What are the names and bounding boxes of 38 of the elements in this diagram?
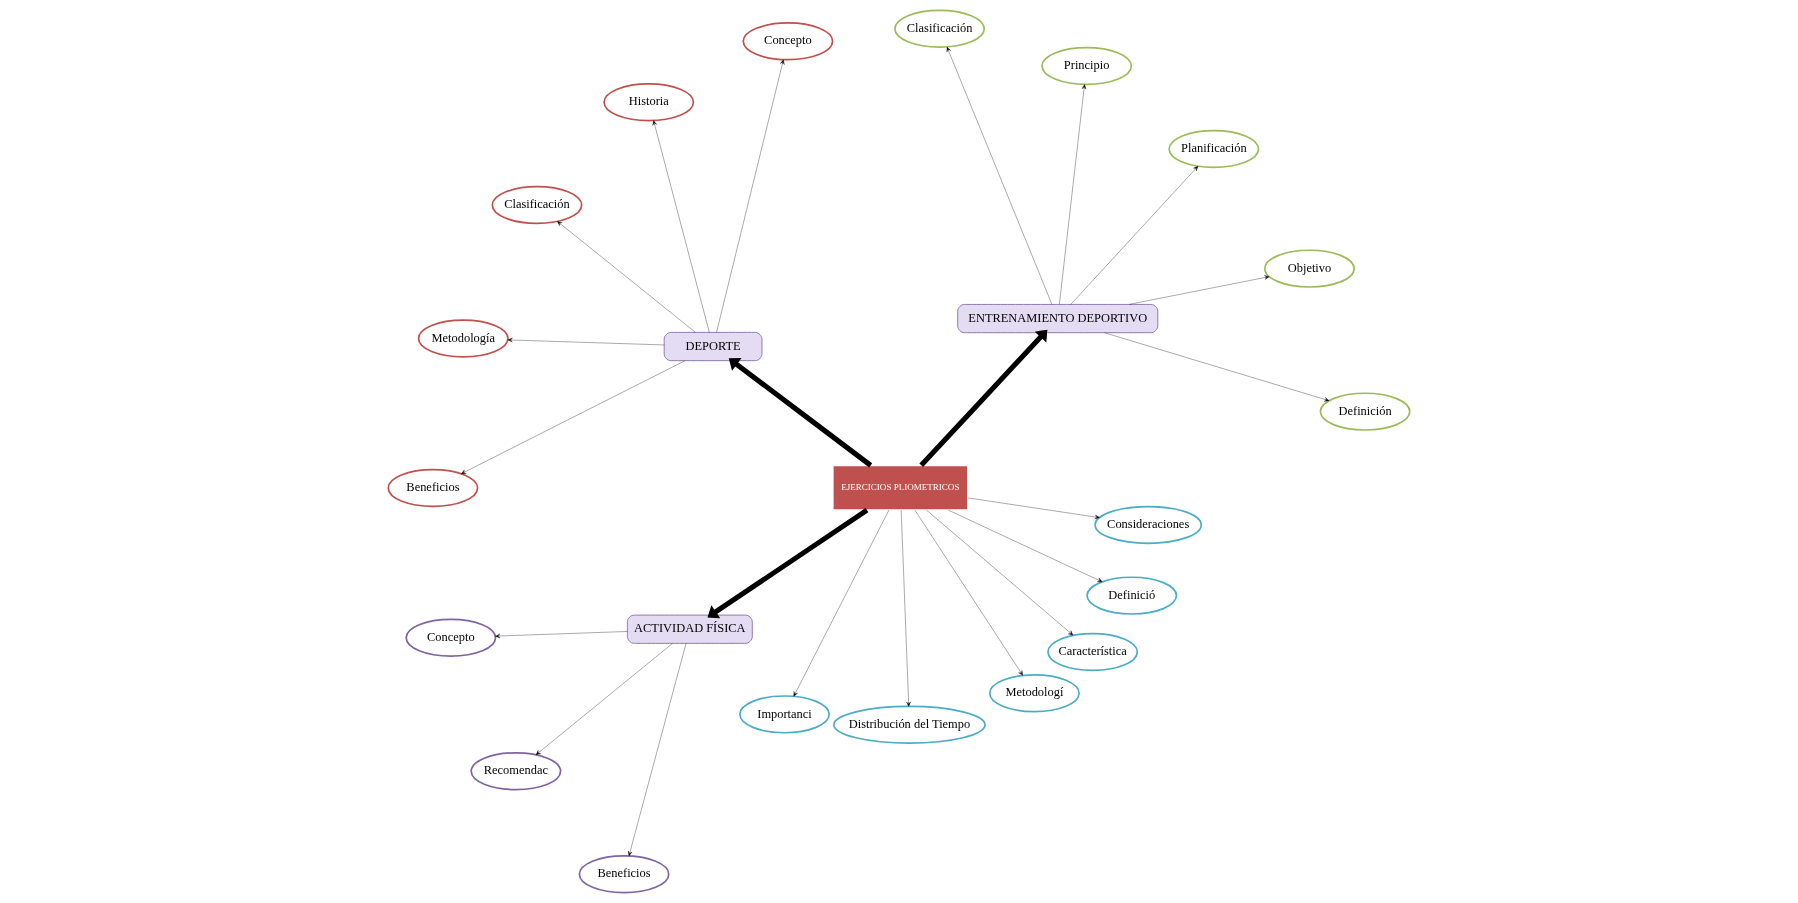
- node-ellipse: Importanci: [739, 695, 830, 734]
- arrow: [919, 329, 1048, 468]
- arrow: [728, 358, 873, 468]
- arrow: [901, 510, 911, 707]
- node-box: ACTIVIDAD FÍSICA: [626, 614, 753, 644]
- node-ellipse: Clasificación: [894, 9, 986, 48]
- node-ellipse: Principio: [1041, 46, 1133, 86]
- arrow: [1070, 166, 1199, 305]
- node-ellipse: Metodología: [417, 319, 509, 358]
- node-ellipse: Beneficios: [578, 855, 670, 894]
- node-box: EJERCICIOS PLIOMETRICOS: [831, 464, 969, 511]
- node-ellipse: Definición: [1319, 392, 1411, 431]
- arrow: [1104, 332, 1330, 402]
- node-ellipse: Concepto: [742, 22, 834, 61]
- arrow: [1059, 84, 1087, 305]
- arrow: [507, 337, 665, 346]
- arrow: [652, 120, 710, 333]
- arrow: [948, 509, 1103, 582]
- arrow: [535, 643, 673, 755]
- node-ellipse: Distribución del Tiempo: [833, 705, 986, 744]
- node-box: DEPORTE: [663, 331, 763, 362]
- arrow: [926, 510, 1074, 636]
- arrow: [716, 59, 785, 333]
- node-box: ENTRENAMIENTO DEPORTIVO: [957, 304, 1159, 334]
- node-ellipse: Historia: [603, 83, 695, 122]
- arrow: [557, 221, 696, 333]
- arrow: [1128, 275, 1270, 305]
- arrow: [967, 497, 1100, 520]
- arrow: [461, 360, 686, 474]
- arrow: [946, 46, 1053, 305]
- arrow: [793, 509, 890, 697]
- arrow: [495, 631, 628, 639]
- node-ellipse: Planificación: [1168, 129, 1260, 169]
- node-ellipse: Concepto: [405, 618, 497, 657]
- arrow: [628, 643, 687, 857]
- arrow: [914, 509, 1023, 676]
- node-ellipse: Metodologí: [988, 674, 1080, 713]
- arrow: [707, 508, 869, 619]
